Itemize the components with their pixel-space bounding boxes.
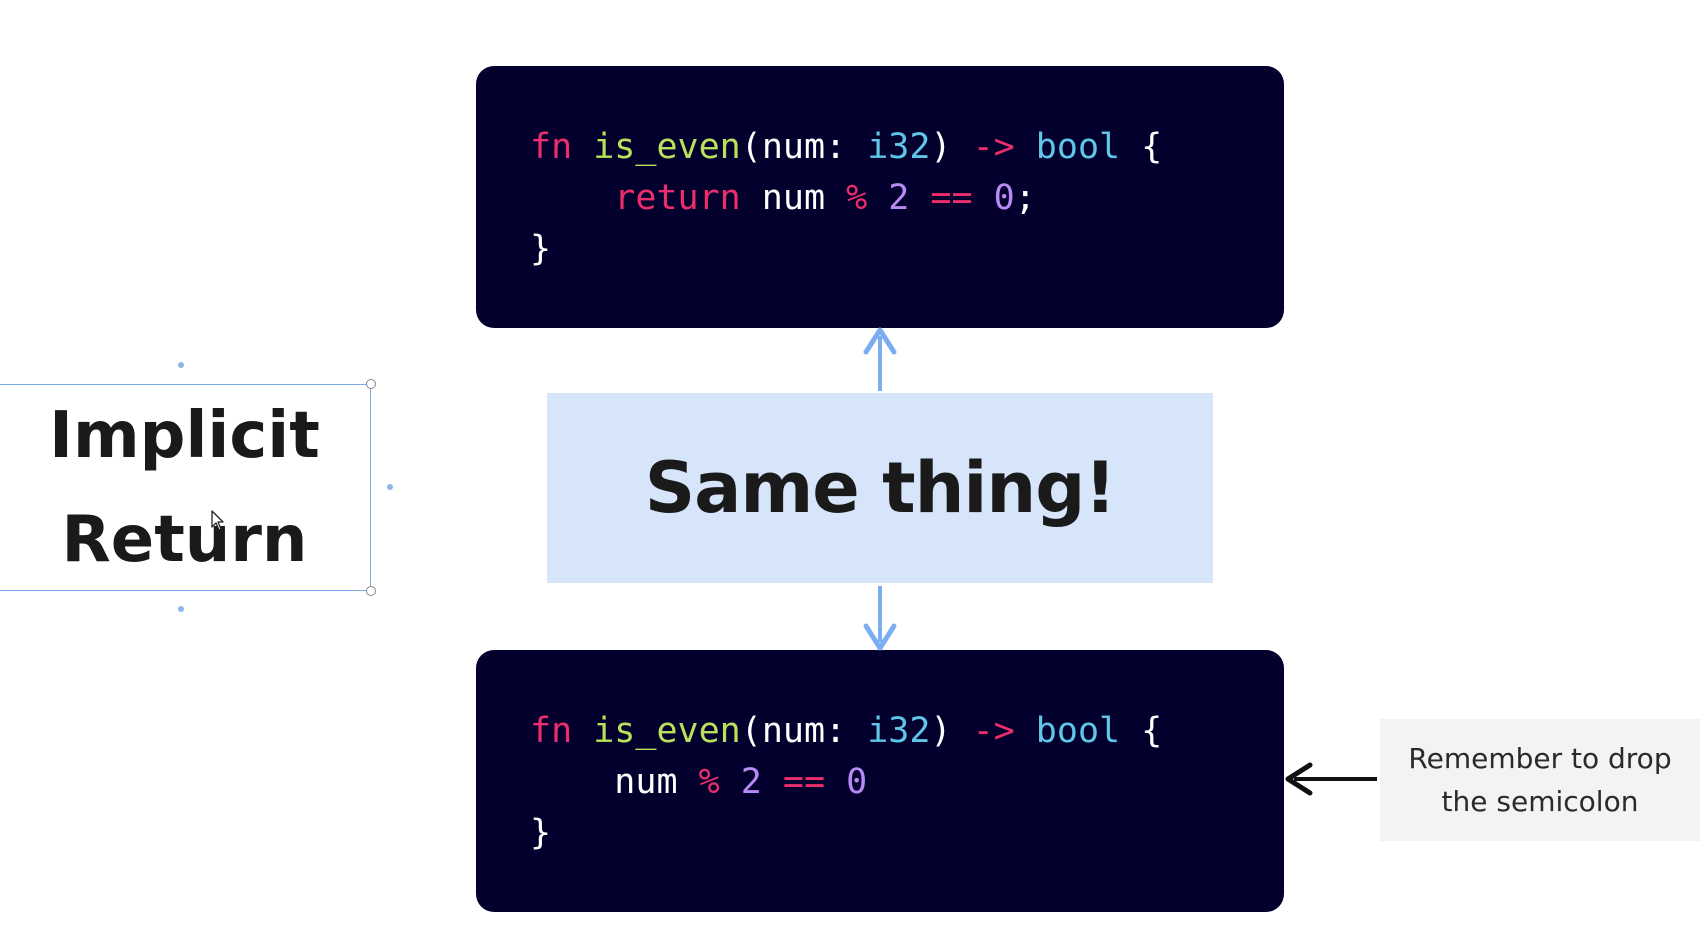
arrow-up-icon: [863, 327, 897, 391]
resize-handle-right[interactable]: [387, 484, 393, 490]
code-line-close: }: [530, 224, 1284, 275]
token-operator-mod: %: [698, 762, 720, 802]
code-line-body: num % 2 == 0: [530, 757, 1284, 808]
token-indent: [530, 178, 614, 218]
arrow-left-icon: [1285, 762, 1377, 796]
token-number: 0: [993, 178, 1015, 218]
token-return-arrow: ->: [972, 711, 1015, 751]
token-indent: [530, 762, 614, 802]
code-line-signature: fn is_even(num: i32) -> bool {: [530, 122, 1284, 173]
token-return-type: bool: [1035, 127, 1121, 167]
token-return-type: bool: [1035, 711, 1121, 751]
token-keyword-return: return: [614, 178, 741, 218]
code-block-explicit-return[interactable]: fn is_even(num: i32) -> bool { return nu…: [476, 66, 1284, 328]
code-line-body: return num % 2 == 0;: [530, 173, 1284, 224]
token-brace-open: {: [1120, 711, 1163, 751]
code-line-signature: fn is_even(num: i32) -> bool {: [530, 706, 1284, 757]
token-operator-eq: ==: [930, 178, 973, 218]
token-function-name: is_even: [593, 711, 741, 751]
cursor-icon: [211, 510, 224, 531]
token-params: (num:: [740, 127, 868, 167]
token-semicolon: ;: [1014, 178, 1036, 218]
same-thing-box[interactable]: Same thing!: [547, 393, 1213, 583]
token-number: 2: [888, 178, 910, 218]
implicit-return-textbox[interactable]: Implicit Return: [0, 384, 371, 591]
token-brace-open: {: [1120, 127, 1163, 167]
note-box[interactable]: Remember to drop the semicolon: [1380, 719, 1700, 841]
token-type: i32: [867, 711, 931, 751]
token-paren-close: ): [930, 711, 973, 751]
token-operator-mod: %: [846, 178, 868, 218]
token-type: i32: [867, 127, 931, 167]
same-thing-label: Same thing!: [644, 447, 1117, 529]
token-number: 0: [846, 762, 868, 802]
token-return-arrow: ->: [972, 127, 1015, 167]
token-keyword: fn: [530, 127, 573, 167]
arrow-down-icon: [863, 586, 897, 651]
note-line1: Remember to drop: [1408, 742, 1672, 775]
token-operator-eq: ==: [782, 762, 826, 802]
resize-handle-top-right[interactable]: [366, 379, 376, 389]
implicit-return-line2: Return: [61, 502, 308, 577]
token-keyword: fn: [530, 711, 573, 751]
token-paren-close: ): [930, 127, 973, 167]
code-block-implicit-return[interactable]: fn is_even(num: i32) -> bool { num % 2 =…: [476, 650, 1284, 912]
note-line2: the semicolon: [1441, 785, 1639, 818]
token-function-name: is_even: [593, 127, 741, 167]
resize-handle-bottom-right[interactable]: [366, 586, 376, 596]
resize-handle-bottom[interactable]: [178, 606, 184, 612]
resize-handle-top[interactable]: [178, 362, 184, 368]
token-number: 2: [740, 762, 762, 802]
code-line-close: }: [530, 808, 1284, 859]
token-brace-close: }: [530, 229, 552, 269]
implicit-return-line1: Implicit: [49, 398, 320, 473]
token-params: (num:: [740, 711, 868, 751]
token-brace-close: }: [530, 813, 552, 853]
token-variable: num: [740, 178, 847, 218]
token-variable: num: [614, 762, 699, 802]
